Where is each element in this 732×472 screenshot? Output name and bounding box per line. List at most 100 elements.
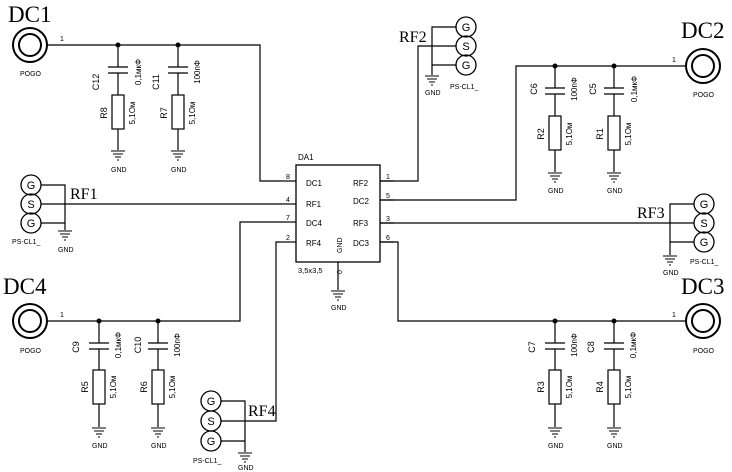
- pin-number: 6: [386, 235, 390, 242]
- rf-pin-g: G: [462, 60, 471, 72]
- dc4-sub-label: POGO: [20, 348, 42, 355]
- pin-name: DC2: [353, 197, 370, 206]
- dc4-label: DC4: [3, 274, 47, 299]
- r5-ref: R5: [80, 381, 90, 393]
- r8-value: 5,1Ом: [128, 102, 137, 125]
- c9-ref: C9: [71, 341, 81, 353]
- rf2-connector: G S G GND RF2 PS-CL1_: [380, 16, 479, 182]
- r6-value: 5,1Ом: [168, 376, 177, 399]
- c6-ref: C6: [529, 83, 539, 95]
- rf-pin-g: G: [27, 218, 36, 230]
- gnd-label: GND: [58, 247, 74, 254]
- c11-ref: C11: [151, 74, 161, 90]
- rf4-sub-label: PS-CL1_: [193, 458, 222, 465]
- pin-number: 1: [386, 174, 390, 181]
- rf-pin-g: G: [27, 180, 36, 192]
- r6-ref: R6: [139, 381, 149, 393]
- c12-value: 0,1мкФ: [134, 59, 143, 85]
- pin-name: DC3: [353, 239, 370, 248]
- c7-value: 100пФ: [570, 333, 579, 357]
- c8-value: 0,1мкФ: [629, 332, 638, 358]
- rf-pin-g: G: [462, 22, 471, 34]
- rf4-label: RF4: [248, 403, 276, 420]
- c6-value: 100пФ: [570, 77, 579, 101]
- r1-ref: R1: [595, 128, 605, 140]
- pin-number: 3: [386, 216, 390, 223]
- dc2-sub-label: POGO: [693, 92, 715, 99]
- gnd-label: GND: [548, 188, 564, 195]
- rf3-label: RF3: [637, 205, 665, 222]
- r4-value: 5,1Ом: [624, 376, 633, 399]
- rf-pin-s: S: [27, 199, 34, 211]
- gnd-label: GND: [548, 443, 564, 450]
- dc2-pogo-connector: [685, 48, 721, 84]
- rf-pin-s: S: [207, 416, 214, 428]
- rf1-label: RF1: [70, 186, 98, 203]
- c11-value: 100пФ: [193, 60, 202, 84]
- dc1-sub-label: POGO: [20, 71, 42, 78]
- chip-name: DA1: [298, 153, 314, 162]
- chip-gnd-pin: GND: [337, 237, 344, 253]
- gnd-label: GND: [425, 90, 441, 97]
- pin-number: 8: [286, 174, 290, 181]
- dc4-pin-number: 1: [60, 312, 64, 319]
- dc1-group: DC1 POGO 1 GND C12 0,1мкФ R8 5,1Ом GND C…: [8, 2, 282, 182]
- c5-ref: C5: [588, 83, 598, 95]
- rf4-connector: G S G GND RF4 PS-CL1_: [193, 241, 282, 472]
- dc2-label: DC2: [681, 18, 724, 43]
- pin-number: 5: [386, 193, 390, 200]
- chip-package: 3,5x3,5: [298, 266, 323, 275]
- rf2-label: RF2: [399, 29, 427, 46]
- r3-ref: R3: [536, 381, 546, 393]
- pin-number: 2: [286, 235, 290, 242]
- chip-gnd-pin-number: 0: [337, 270, 344, 274]
- r7-value: 5,1Ом: [188, 102, 197, 125]
- r8-ref: R8: [99, 107, 109, 119]
- gnd-label: GND: [238, 465, 254, 472]
- rf-pin-g: G: [700, 237, 709, 249]
- pin-number: 7: [286, 215, 290, 222]
- pin-name: DC1: [306, 179, 323, 188]
- gnd-label: GND: [607, 443, 623, 450]
- c12-ref: C12: [91, 74, 101, 91]
- r4-ref: R4: [595, 381, 605, 393]
- c5-value: 0,1мкФ: [630, 76, 639, 102]
- dc4-pogo-connector: [12, 303, 48, 339]
- r2-ref: R2: [536, 128, 546, 140]
- gnd-label: GND: [111, 167, 127, 174]
- r7-ref: R7: [159, 107, 169, 119]
- dc3-pogo-connector: [685, 303, 721, 339]
- dc1-pin-number: 1: [60, 36, 64, 43]
- da1-chip: DA1 3,5x3,5 8 4 7 2 DC1 RF1 DC4 RF4 1 5 …: [282, 153, 394, 312]
- pin-name: RF2: [353, 179, 369, 188]
- rf-pin-s: S: [700, 218, 707, 230]
- gnd-label: GND: [171, 167, 187, 174]
- pin-name: DC4: [306, 219, 323, 228]
- gnd-label: GND: [607, 188, 623, 195]
- pin-name: RF1: [306, 200, 322, 209]
- dc3-sub-label: POGO: [693, 348, 715, 355]
- rf-pin-g: G: [700, 199, 709, 211]
- pin-number: 4: [286, 197, 290, 204]
- c9-value: 0,1мкФ: [114, 332, 123, 358]
- gnd-label: GND: [151, 443, 167, 450]
- pin-name: RF4: [306, 239, 322, 248]
- c7-ref: C7: [527, 341, 537, 353]
- dc4-group: DC4 POGO 1 GND C9 0,1мкФ R5 5,1Ом GND C1…: [3, 221, 282, 450]
- r2-value: 5,1Ом: [565, 123, 574, 146]
- pin-name: RF3: [353, 219, 369, 228]
- c8-ref: C8: [586, 341, 596, 353]
- dc1-label: DC1: [8, 2, 51, 27]
- r5-value: 5,1Ом: [109, 376, 118, 399]
- rf-pin-g: G: [207, 396, 216, 408]
- rf3-sub-label: PS-CL1_: [690, 259, 719, 266]
- c10-value: 100пФ: [173, 333, 182, 357]
- gnd-label: GND: [663, 270, 679, 277]
- c10-ref: C10: [133, 337, 143, 354]
- gnd-label: GND: [92, 443, 108, 450]
- dc3-pin-number: 1: [672, 312, 676, 319]
- r3-value: 5,1Ом: [565, 376, 574, 399]
- rf1-connector: G S G GND RF1 PS-CL1_: [12, 174, 282, 254]
- dc2-pin-number: 1: [672, 57, 676, 64]
